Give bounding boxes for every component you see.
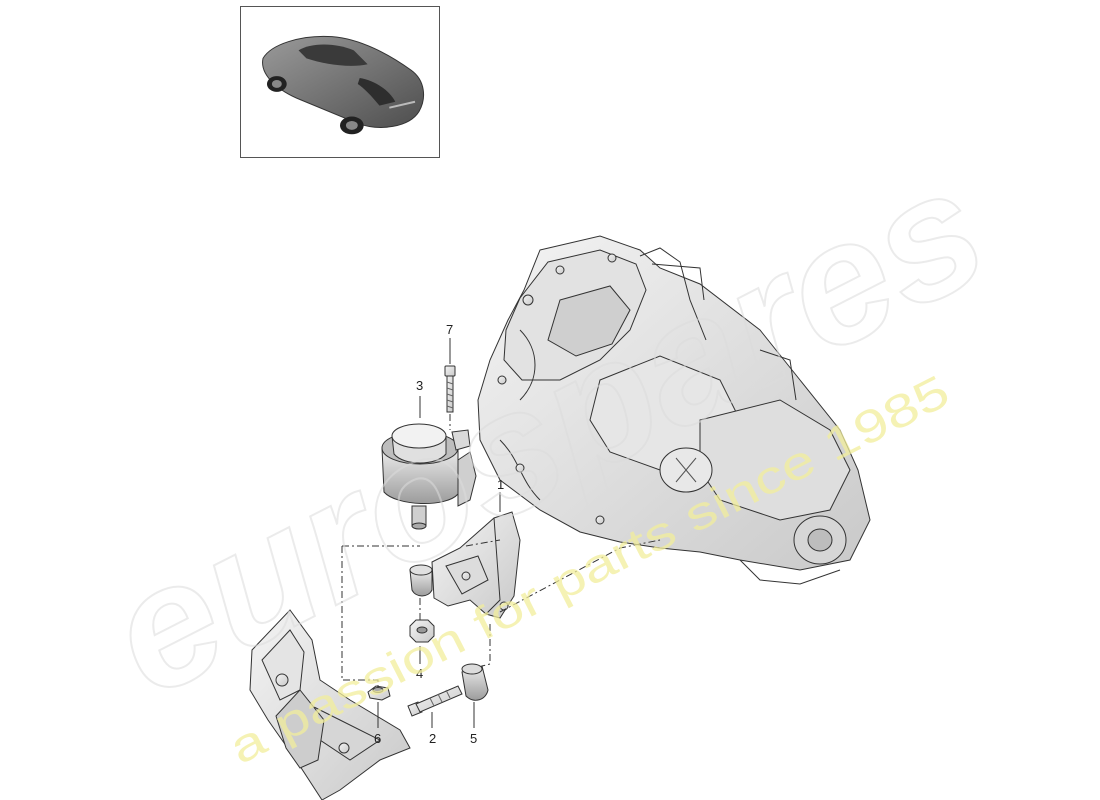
transmission-bracket <box>431 511 521 619</box>
bolt-7 <box>444 365 456 413</box>
callout-5[interactable]: 5 <box>470 731 477 746</box>
assembly-lines <box>341 414 661 688</box>
callout-3[interactable]: 3 <box>416 378 423 393</box>
callout-1[interactable]: 1 <box>497 477 504 492</box>
nut-6 <box>367 685 391 701</box>
part-callouts: 1 2 3 4 5 6 7 <box>374 322 504 746</box>
support-bracket <box>249 609 411 800</box>
bushing-5 <box>461 663 489 701</box>
gearbox-housing <box>477 235 871 585</box>
leader-lines <box>377 338 501 728</box>
callout-6[interactable]: 6 <box>374 731 381 746</box>
vehicle-thumbnail <box>240 6 440 158</box>
sports-car-icon <box>262 35 425 135</box>
bolt-2 <box>407 685 463 717</box>
transmission-mount <box>381 423 477 530</box>
callout-4[interactable]: 4 <box>416 666 423 681</box>
callout-2[interactable]: 2 <box>429 731 436 746</box>
nut-4 <box>409 564 435 643</box>
callout-7[interactable]: 7 <box>446 322 453 337</box>
